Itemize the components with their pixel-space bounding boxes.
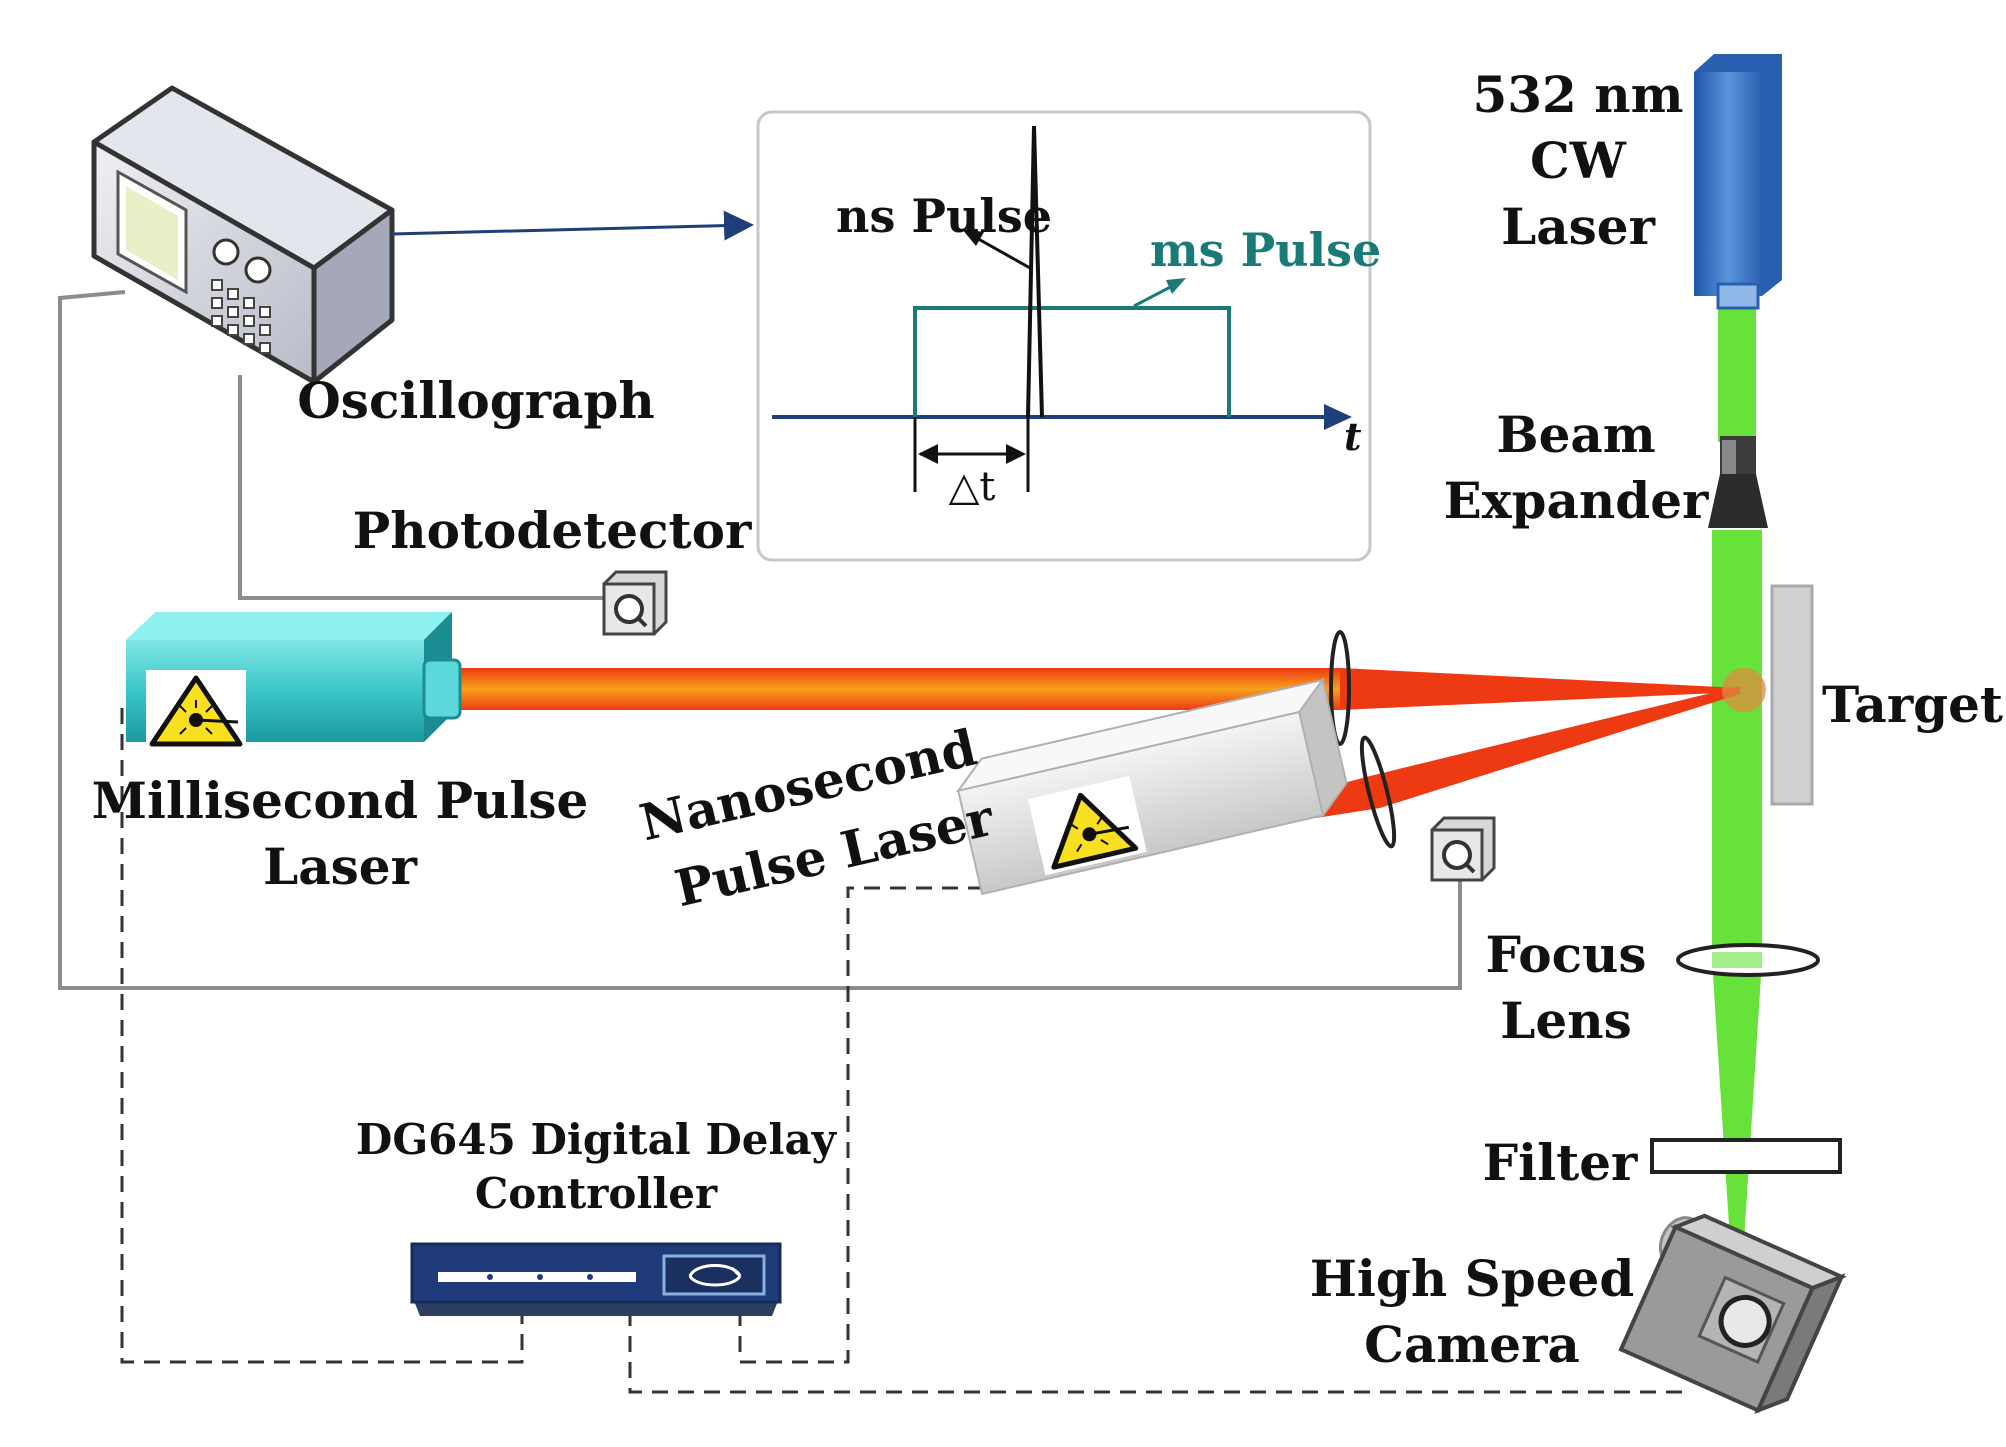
inset-time-axis-arrowhead xyxy=(1324,404,1352,430)
inset-panel xyxy=(756,110,1372,562)
camera-icon xyxy=(1618,1213,1847,1414)
cw-laser-label-line-3: Laser xyxy=(1501,197,1656,256)
photodetector-icon xyxy=(602,570,668,636)
photodetector-label: Photodetector xyxy=(353,501,752,560)
ns-laser-beam xyxy=(1310,686,1740,818)
cable-controller-to-ms-laser xyxy=(120,708,524,1364)
cable-controller-to-ns-laser xyxy=(738,886,1000,1364)
photodetector-icon xyxy=(1430,816,1496,882)
ms-pulse-laser xyxy=(126,612,462,750)
cw-laser-label-line-2: CW xyxy=(1530,131,1627,190)
target-plate xyxy=(1770,584,1814,806)
delay-controller-label-line-1: DG645 Digital Delay xyxy=(356,1115,838,1164)
pulse-timing-inset: t ns Pulse ms Pulse △t xyxy=(756,110,1381,562)
cable-controller-to-camera xyxy=(628,1310,1682,1394)
delay-controller-label-line-2: Controller xyxy=(475,1169,718,1218)
focal-spot xyxy=(1722,668,1766,712)
beam-expander-label-line-1: Beam xyxy=(1496,405,1655,464)
cw-laser xyxy=(1694,54,1782,310)
delay-arrow-right xyxy=(1006,444,1026,464)
inset-time-axis-label: t xyxy=(1344,414,1362,459)
ms-laser-beam xyxy=(460,668,1740,710)
filter-plate xyxy=(1650,1138,1842,1174)
ms-laser-label-line-2: Laser xyxy=(263,837,418,896)
delay-label: △t xyxy=(949,464,996,510)
beam-expander xyxy=(1708,436,1768,528)
ns-beam-lens xyxy=(1359,735,1397,849)
focus-lens-beam-pass xyxy=(1712,952,1762,968)
ns-pulse-label: ns Pulse xyxy=(836,189,1052,243)
target-label: Target xyxy=(1822,675,2003,734)
beam-expander-label-line-2: Expander xyxy=(1444,471,1709,530)
filter-label: Filter xyxy=(1483,1133,1638,1192)
delay-arrow-left xyxy=(918,444,938,464)
ns-pulse-laser xyxy=(955,677,1348,896)
focus-lens-label-line-2: Lens xyxy=(1500,991,1631,1050)
laser-warning-icon xyxy=(149,675,243,747)
ms-pulse-pointer-head xyxy=(1166,278,1186,294)
laser-warning-icon xyxy=(1051,792,1139,870)
ns-pulse-waveform xyxy=(1026,125,1044,418)
trigger-cables xyxy=(120,708,1682,1394)
camera-label-line-1: High Speed xyxy=(1310,1249,1635,1308)
oscillograph-display-arrow xyxy=(391,210,754,241)
cw-laser-label-line-1: 532 nm xyxy=(1472,65,1683,124)
ms-laser-label-line-1: Millisecond Pulse xyxy=(92,771,589,830)
wire-oscillograph-to-photodetector xyxy=(238,375,612,600)
ms-beam-lens xyxy=(1329,630,1351,746)
signal-wires xyxy=(58,290,1462,990)
ms-pulse-waveform xyxy=(913,306,1231,417)
focus-lens-label-line-1: Focus xyxy=(1485,925,1646,984)
green-cw-beam xyxy=(1712,302,1762,1272)
delay-controller xyxy=(410,1242,782,1316)
camera-label-line-2: Camera xyxy=(1364,1315,1580,1374)
wire-oscillograph-to-bottom-bus xyxy=(58,290,1462,990)
oscilloscope-icon xyxy=(91,85,395,385)
ns-pulse-pointer-head xyxy=(962,229,984,246)
ms-pulse-label: ms Pulse xyxy=(1150,223,1381,277)
oscillograph-label: Oscillograph xyxy=(297,371,655,430)
